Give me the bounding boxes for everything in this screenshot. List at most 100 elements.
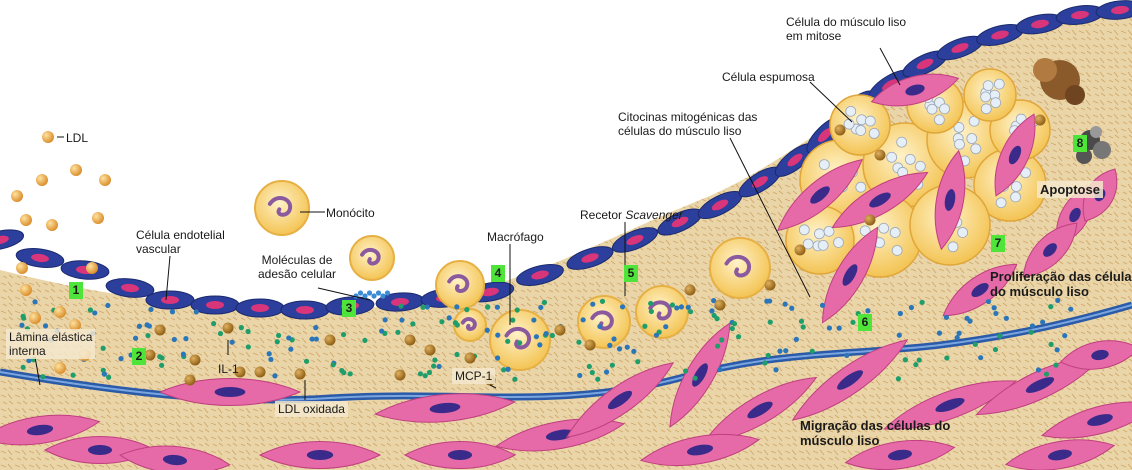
apoptosis-label: Apoptose xyxy=(1037,181,1103,198)
cytokine-dot xyxy=(820,303,825,308)
cytokine-dot xyxy=(810,349,815,354)
oxidized-ldl-particle xyxy=(835,125,846,136)
step-4-badge: 4 xyxy=(491,265,505,282)
cytokine-dot xyxy=(272,373,277,378)
cytokine-dot xyxy=(997,333,1002,338)
step-6-badge: 6 xyxy=(858,314,872,331)
proliferation-label-line1: Proliferação das células xyxy=(990,269,1132,284)
cytokine-dot xyxy=(118,356,123,361)
adhesion-molecule xyxy=(358,290,363,295)
cytokine-dot xyxy=(70,373,75,378)
cytokine-dot xyxy=(544,331,549,336)
cytokine-dot xyxy=(642,324,647,329)
ldl-particle xyxy=(92,212,104,224)
migration-label: Migração das células do músculo liso xyxy=(800,418,950,448)
cytokine-dot xyxy=(88,307,93,312)
cytokine-dot xyxy=(610,363,615,368)
cytokine-dot xyxy=(611,336,616,341)
oxidized-ldl-particle xyxy=(185,375,196,386)
cytokine-dot xyxy=(495,333,500,338)
scavenger-receptor-label-prefix: Recetor xyxy=(580,208,622,222)
oxidized-ldl-particle xyxy=(865,215,876,226)
cytokine-dot xyxy=(590,302,595,307)
cytokine-dot xyxy=(577,373,582,378)
oxidized-ldl-particle xyxy=(795,245,806,256)
cytokine-dot xyxy=(679,304,684,309)
cytokine-dot xyxy=(379,328,384,333)
ldl-particle xyxy=(42,131,54,143)
cytokine-dot xyxy=(92,310,97,315)
oxidized-ldl-particle xyxy=(255,367,266,378)
cytokine-dot xyxy=(576,340,581,345)
ldl-particle xyxy=(46,219,58,231)
cytokine-dot xyxy=(137,324,142,329)
cytokine-dot xyxy=(157,354,162,359)
cytokine-dot xyxy=(172,337,177,342)
cytokine-dot xyxy=(913,362,918,367)
cytokine-dot xyxy=(789,306,794,311)
cytokine-dot xyxy=(286,335,291,340)
lipid-droplet xyxy=(814,229,824,239)
cytokine-dot xyxy=(827,325,832,330)
cytokine-dot xyxy=(515,307,520,312)
elastic-lamina-label-line1: Lâmina elástica xyxy=(9,330,92,344)
ldl-particle xyxy=(54,362,66,374)
oxidized-ldl-particle xyxy=(585,340,596,351)
cytokines-label-line2: células do músculo liso xyxy=(618,124,757,138)
cytokine-dot xyxy=(625,345,630,350)
cytokine-dot xyxy=(783,348,788,353)
cytokine-dot xyxy=(398,304,403,309)
cytokine-dot xyxy=(339,368,344,373)
cytokine-dot xyxy=(495,355,500,360)
cytokine-dot xyxy=(777,349,782,354)
proliferation-label: Proliferação das células do músculo liso xyxy=(990,269,1132,299)
lipid-droplet xyxy=(905,154,915,164)
lipid-droplet xyxy=(897,137,907,147)
endothelial-cell xyxy=(60,259,109,281)
cytokine-dot xyxy=(534,334,539,339)
cytokine-dot xyxy=(909,305,914,310)
oxidized-ldl-particle xyxy=(395,370,406,381)
cytokine-dot xyxy=(719,337,724,342)
lipid-droplet xyxy=(948,242,958,252)
cytokine-dot xyxy=(1030,323,1035,328)
cytokine-dot xyxy=(944,315,949,320)
scavenger-receptor-label-italic: Scavenger xyxy=(625,208,682,222)
cytokines-label-line1: Citocinas mitogénicas das xyxy=(618,110,757,124)
cytokine-dot xyxy=(937,331,942,336)
cytokine-dot xyxy=(1004,316,1009,321)
monocyte-cell xyxy=(255,181,309,235)
cytokine-dot xyxy=(850,320,855,325)
cytokine-dot xyxy=(897,333,902,338)
cytokine-dot xyxy=(1062,333,1067,338)
cytokine-dot xyxy=(715,343,720,348)
cytokine-dot xyxy=(288,347,293,352)
oxidized-ldl-particle xyxy=(465,353,476,364)
lipid-droplet xyxy=(954,139,964,149)
monocyte-cell xyxy=(636,286,688,338)
cytokine-dot xyxy=(654,333,659,338)
cytokine-dot xyxy=(485,328,490,333)
cytokine-dot xyxy=(957,331,962,336)
cytokine-dot xyxy=(1048,342,1053,347)
endothelial-cell-label: Célula endotelial vascular xyxy=(136,228,225,256)
ldl-particle xyxy=(29,312,41,324)
oxidized-ldl-particle xyxy=(685,285,696,296)
ldl-particle xyxy=(11,190,23,202)
cytokine-dot xyxy=(495,305,500,310)
adhesion-molecule xyxy=(371,293,376,298)
cytokine-dot xyxy=(105,303,110,308)
cytokine-dot xyxy=(688,309,693,314)
cytokine-dot xyxy=(102,371,107,376)
lipid-droplet xyxy=(865,116,875,126)
cytokine-dot xyxy=(383,317,388,322)
cytokine-dot xyxy=(597,324,602,329)
cytokine-dot xyxy=(964,316,969,321)
cytokine-dot xyxy=(773,367,778,372)
cytokine-dot xyxy=(218,331,223,336)
cytokine-dot xyxy=(19,323,24,328)
cytokine-dot xyxy=(635,359,640,364)
cytokine-dot xyxy=(693,376,698,381)
oxidized-ldl-particle xyxy=(295,369,306,380)
adhesion-molecule xyxy=(362,293,367,298)
